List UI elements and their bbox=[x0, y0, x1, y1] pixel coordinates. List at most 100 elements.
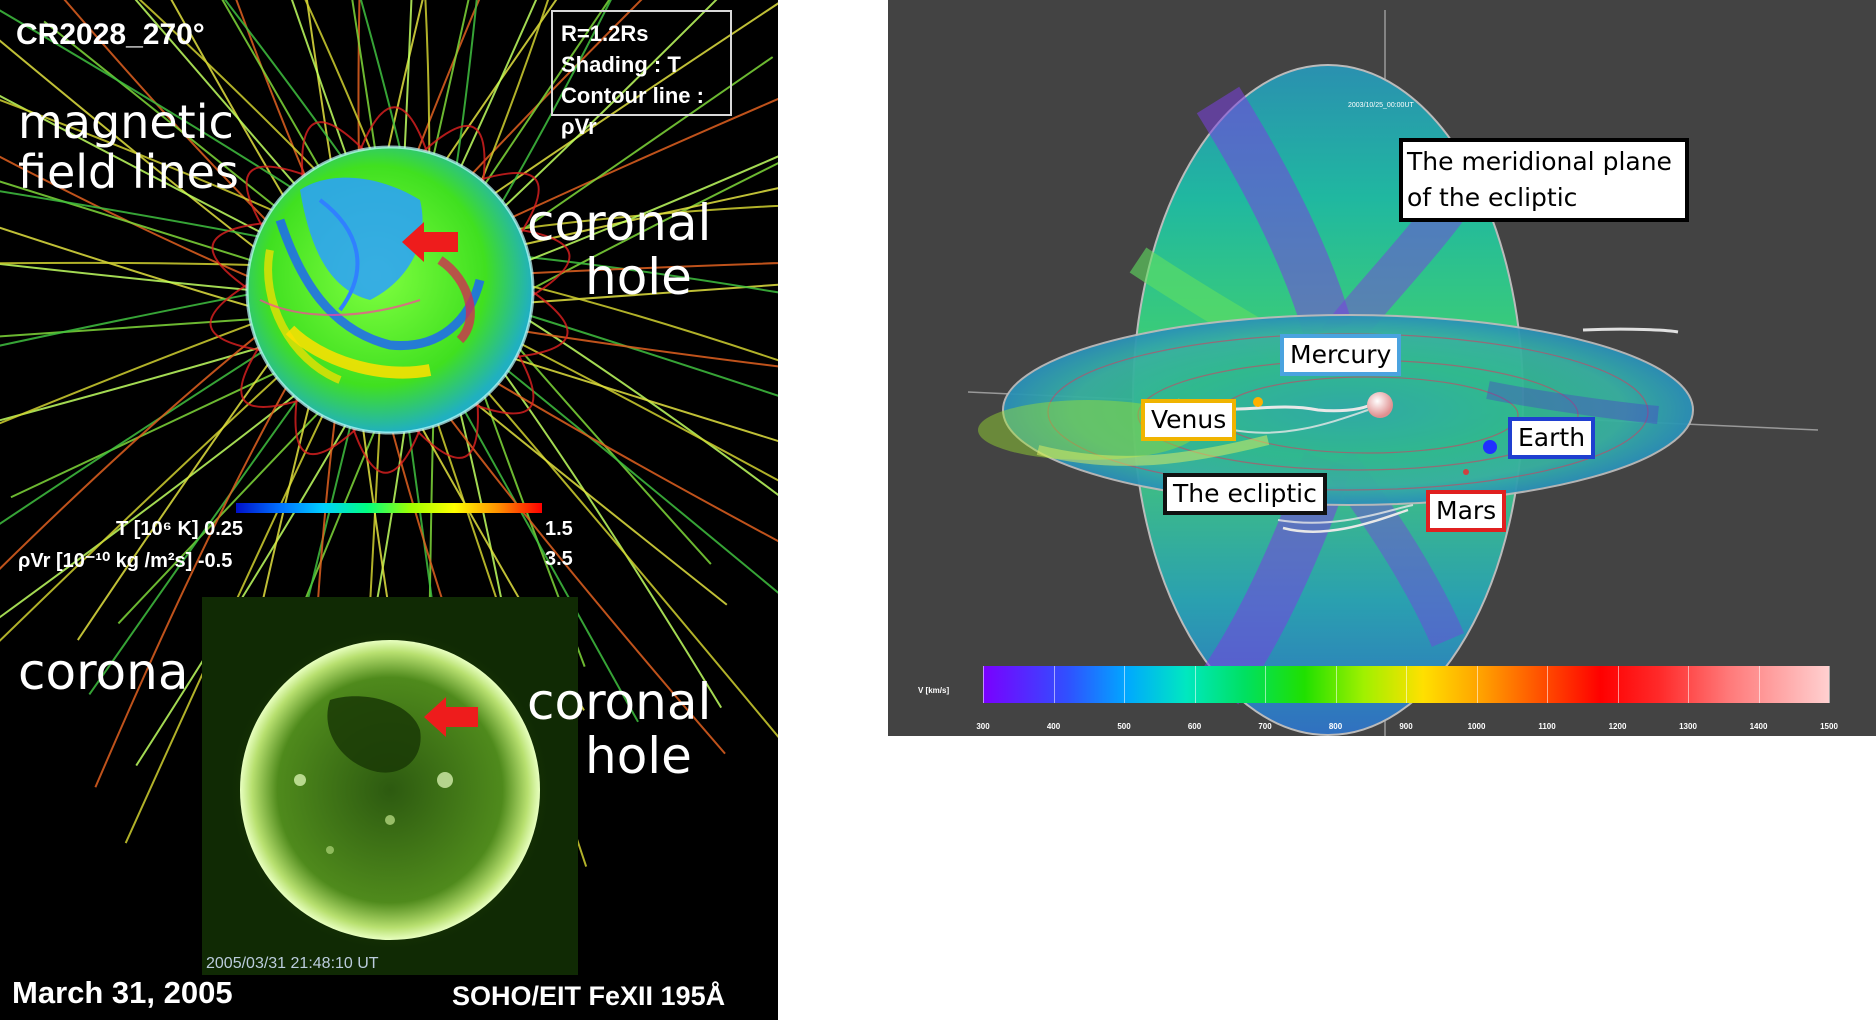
observation-date: March 31, 2005 bbox=[12, 975, 233, 1010]
label-coronal-top-line1: coronal bbox=[527, 194, 712, 252]
field-line bbox=[0, 322, 255, 425]
field-line bbox=[0, 262, 251, 291]
colorbar-tick-label: 1000 bbox=[1467, 722, 1486, 731]
field-line bbox=[499, 0, 612, 205]
sun-eit-disk bbox=[240, 640, 540, 940]
colorbar-tick-label: 700 bbox=[1258, 722, 1272, 731]
field-line bbox=[529, 162, 778, 291]
label-magnetic-line2: field lines bbox=[18, 144, 239, 199]
closed-field-loop bbox=[294, 394, 360, 456]
arrow-coronal-hole-bottom bbox=[424, 697, 478, 737]
closed-field-loop bbox=[413, 399, 479, 459]
meridional-line2: of the ecliptic bbox=[1407, 183, 1578, 212]
field-line bbox=[469, 0, 643, 177]
field-line bbox=[529, 283, 778, 304]
field-line bbox=[0, 99, 275, 213]
field-line bbox=[0, 349, 265, 525]
closed-field-loop bbox=[301, 121, 367, 181]
label-coronal-bottom-line2: hole bbox=[585, 727, 692, 785]
colorbar-tick-line bbox=[983, 666, 984, 703]
label-ecliptic: The ecliptic bbox=[1163, 473, 1327, 515]
field-line bbox=[351, 0, 377, 151]
field-line bbox=[235, 0, 307, 179]
colorbar-tick-line bbox=[1265, 666, 1266, 703]
field-line bbox=[88, 396, 301, 696]
field-line bbox=[221, 0, 321, 170]
colorbar-tick-line bbox=[1829, 666, 1830, 703]
colorbar-title: V [km/s] bbox=[918, 686, 950, 695]
field-line bbox=[224, 0, 344, 159]
dark-coronal-hole bbox=[327, 696, 421, 773]
label-mercury: Mercury bbox=[1280, 334, 1402, 376]
field-line bbox=[473, 401, 728, 606]
field-line bbox=[305, 0, 333, 164]
colorbar-tick-line bbox=[1758, 666, 1760, 703]
colorbar-tick-label: 600 bbox=[1187, 722, 1202, 731]
field-line bbox=[359, 0, 402, 151]
field-line bbox=[386, 0, 424, 151]
field-line bbox=[529, 284, 778, 362]
field-line bbox=[0, 180, 254, 262]
field-line bbox=[511, 357, 778, 443]
colorbar-tick-line bbox=[1053, 666, 1055, 703]
field-line bbox=[170, 0, 286, 199]
field-line bbox=[138, 0, 318, 172]
field-line bbox=[526, 155, 778, 262]
colorbar-tick-label: 300 bbox=[976, 722, 990, 731]
field-line bbox=[94, 384, 289, 788]
field-line bbox=[0, 155, 251, 279]
field-line bbox=[444, 0, 558, 162]
scale-rho-label: ρVr [10⁻¹⁰ kg /m²s] -0.5 bbox=[18, 550, 233, 572]
left-panel-artwork bbox=[0, 0, 778, 975]
colorbar-tick-line bbox=[1617, 666, 1619, 703]
field-line bbox=[0, 374, 280, 642]
model-legend-box: R=1.2Rs Shading : T Contour line : ρVr bbox=[551, 10, 732, 139]
simulation-timestamp: 2003/10/25_00:00UT bbox=[1348, 102, 1414, 109]
field-line bbox=[432, 0, 470, 158]
field-line bbox=[304, 0, 373, 152]
temperature-colorbar bbox=[236, 503, 542, 513]
label-magnetic-line1: magnetic bbox=[18, 95, 234, 149]
eit-timestamp: 2005/03/31 21:48:10 UT bbox=[206, 955, 379, 972]
field-line bbox=[482, 0, 611, 187]
colorbar-tick-label: 1300 bbox=[1679, 722, 1697, 731]
field-line bbox=[291, 0, 348, 158]
field-line bbox=[0, 334, 259, 570]
field-line bbox=[492, 2, 778, 196]
label-coronal-bottom-line1: coronal bbox=[527, 673, 712, 731]
field-line bbox=[43, 20, 278, 209]
earth-marker bbox=[1483, 440, 1497, 454]
colorbar-tick-label: 900 bbox=[1399, 722, 1413, 731]
field-line bbox=[63, 0, 269, 223]
closed-field-loop bbox=[357, 106, 430, 156]
field-line bbox=[448, 416, 726, 755]
closed-field-loop bbox=[476, 172, 540, 237]
right-panel: 2003/10/25_00:00UT The meridional plane … bbox=[888, 0, 1876, 736]
left-panel: CR2028_270° R=1.2Rs Shading : T Contour … bbox=[0, 0, 778, 1020]
field-line bbox=[485, 390, 778, 739]
scale-T-label: T [10⁶ K] 0.25 bbox=[116, 518, 244, 540]
colorbar-tick-label: 800 bbox=[1328, 722, 1343, 731]
label-earth: Earth bbox=[1508, 417, 1596, 459]
label-corona: corona bbox=[18, 643, 189, 701]
field-line bbox=[117, 410, 321, 625]
label-magnetic-field-lines: magnetic field lines bbox=[18, 95, 239, 199]
label-coronal-top-line2: hole bbox=[585, 248, 692, 306]
field-line bbox=[0, 39, 257, 250]
field-line bbox=[517, 346, 712, 565]
field-line bbox=[0, 293, 251, 347]
field-line bbox=[505, 368, 778, 594]
field-line bbox=[0, 318, 254, 338]
colorbar-tick-label: 1500 bbox=[1820, 722, 1838, 731]
colorbar-tick-line bbox=[1688, 666, 1689, 703]
venus-marker bbox=[1253, 397, 1263, 407]
field-line bbox=[135, 422, 348, 767]
field-line bbox=[479, 0, 550, 184]
label-mars: Mars bbox=[1426, 490, 1507, 532]
closed-field-loop bbox=[209, 281, 265, 352]
colorbar-tick-line bbox=[1476, 666, 1478, 703]
closed-field-loop bbox=[245, 165, 309, 230]
field-line bbox=[459, 0, 538, 170]
arrow-coronal-hole-top bbox=[402, 222, 458, 262]
colorbar-tick-line bbox=[1124, 666, 1125, 703]
